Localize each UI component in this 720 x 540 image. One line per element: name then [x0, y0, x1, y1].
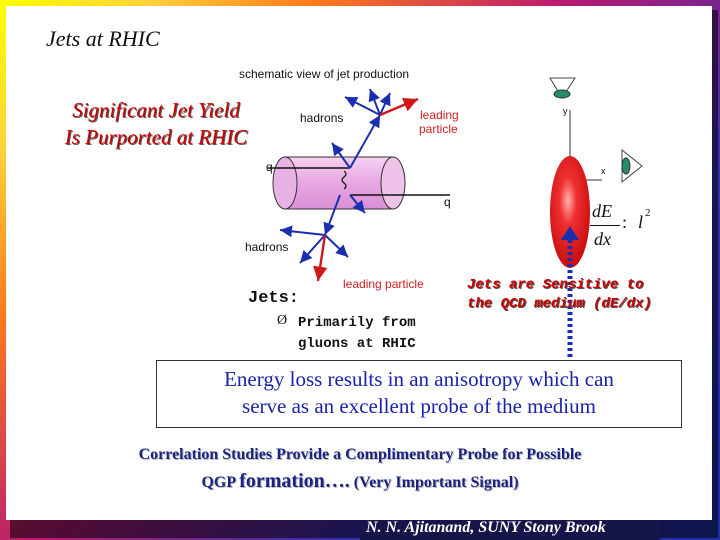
claim-line-1: Significant Jet Yield	[72, 98, 240, 122]
observer-eye-top	[549, 77, 576, 99]
upper-leading-particle-arrow	[379, 97, 419, 117]
formula-numerator: dE	[592, 201, 612, 221]
observer-eye-side	[621, 148, 643, 184]
lower-leading-particle-arrow	[313, 234, 328, 282]
upper-hadron-1	[344, 96, 381, 116]
collision-overlap-ellipse	[550, 156, 590, 268]
lower-hadron-2	[299, 234, 326, 264]
formula-path-length: l	[638, 212, 644, 232]
energy-loss-text: Energy loss results in an anisotropy whi…	[156, 366, 682, 420]
correlation-formation: formation….	[239, 470, 350, 492]
formula-proportional-sign: :	[622, 212, 628, 232]
hadrons-label-top: hadrons	[300, 111, 344, 125]
leading-particle-label-top-line2: particle	[419, 122, 458, 136]
probe-arrow	[561, 226, 579, 370]
slide-title: Jets at RHIC	[46, 26, 160, 51]
energy-line-2: serve as an excellent probe of the mediu…	[242, 394, 596, 418]
author-bar	[360, 520, 660, 540]
leading-particle-label-bottom: leading particle	[343, 277, 424, 291]
axis-x-label: x	[601, 166, 606, 176]
upper-jet-axis	[349, 114, 381, 169]
lower-jet-axis	[323, 194, 341, 236]
lower-hadron-1	[279, 225, 326, 238]
lower-hadron-3	[324, 234, 349, 258]
correlation-line-1: Correlation Studies Provide a Compliment…	[138, 446, 582, 463]
leading-particle-label-top-line1: leading	[420, 108, 459, 122]
quark-label-left: q	[266, 160, 273, 174]
upper-hadron-2	[368, 88, 381, 116]
sensitive-line-1: Jets are Sensitive to	[467, 277, 644, 293]
correlation-qgp: QGP	[201, 474, 236, 491]
anisotropy-schematic	[549, 77, 643, 370]
bullet-arrow-icon: Ø	[277, 313, 288, 328]
jet-production-diagram	[268, 88, 450, 282]
formula-fraction-bar	[590, 225, 620, 226]
hadrons-label-bottom: hadrons	[245, 240, 289, 254]
upper-hadron-3	[379, 92, 391, 116]
jets-bullet-text: Primarily from gluons at RHIC	[298, 315, 416, 352]
jets-sensitive-note: Jets are Sensitive to the QCD medium (dE…	[467, 276, 697, 314]
sensitive-line-2: the QCD medium (dE/dx)	[467, 296, 652, 312]
jets-heading: Jets:	[248, 289, 300, 308]
lower-hadron-4	[349, 194, 366, 214]
energy-line-1: Energy loss results in an anisotropy whi…	[224, 367, 614, 391]
claim-line-2: Is Purported at RHIC	[64, 125, 248, 149]
correlation-signal: (Very Important Signal)	[353, 474, 519, 491]
quark-label-right: q	[444, 195, 451, 209]
author-credit: N. N. Ajitanand, SUNY Stony Brook	[366, 519, 606, 536]
formula-exponent: 2	[645, 207, 651, 219]
upper-hadron-4	[331, 142, 351, 169]
content-panel	[6, 6, 712, 520]
formula-denominator: dx	[594, 229, 611, 249]
collision-cylinder	[272, 156, 406, 210]
axis-y-label: y	[563, 106, 568, 116]
gluon-exchange	[341, 170, 347, 190]
schematic-caption: schematic view of jet production	[239, 67, 410, 81]
energy-loss-box	[156, 360, 682, 428]
jet-yield-claim: Significant Jet Yield Is Purported at RH…	[36, 97, 276, 151]
correlation-line-2: QGP formation…. (Very Important Signal)	[60, 468, 660, 496]
correlation-statement: Correlation Studies Provide a Compliment…	[60, 442, 660, 496]
